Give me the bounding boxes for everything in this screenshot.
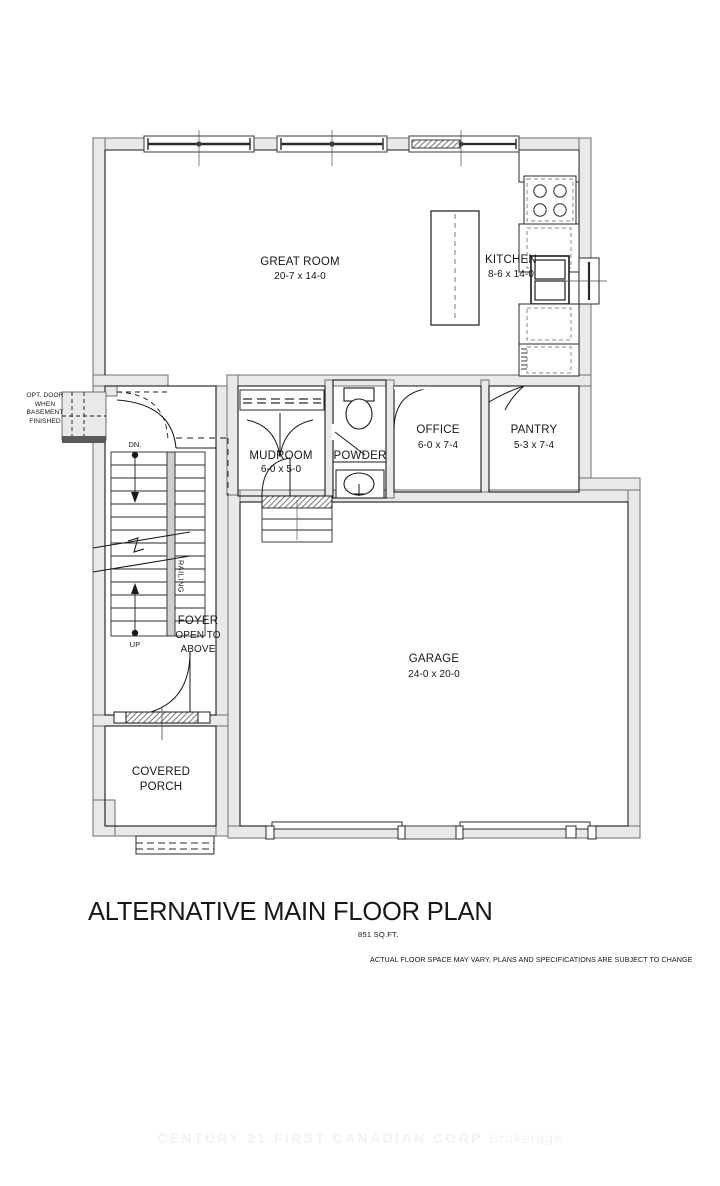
kitchen-fixtures (430, 149, 607, 377)
watermark-brand: CENTURY 21 FIRST CANADIAN CORP (157, 1130, 483, 1146)
door-group-interior (393, 385, 525, 431)
dishwasher-icon (518, 343, 580, 377)
powder-fixtures (331, 387, 386, 499)
window-kitchen-east (565, 257, 607, 305)
window-group-north (143, 130, 520, 166)
mudroom-fixtures (239, 389, 333, 543)
range-icon (523, 175, 577, 225)
window-north-1 (143, 130, 255, 166)
kitchen-island (430, 210, 480, 326)
floor-area-label: 851 SQ.FT. (358, 930, 399, 939)
brokerage-watermark: CENTURY 21 FIRST CANADIAN CORP Brokerage (0, 1130, 720, 1146)
porch-steps (135, 835, 215, 855)
patio-slider-north (408, 130, 520, 166)
dashed-reference (176, 437, 229, 496)
stair-assembly (92, 451, 206, 637)
garage-side-door (565, 825, 577, 839)
watermark-suffix: Brokerage (489, 1130, 563, 1146)
front-door-assembly (113, 651, 211, 740)
opt-door-assembly (61, 391, 216, 449)
garage-door-group (265, 821, 597, 840)
sink-icon (335, 469, 385, 499)
kitchen-sink-icon (530, 255, 570, 305)
page-title: ALTERNATIVE MAIN FLOOR PLAN (88, 898, 493, 926)
disclaimer-text: ACTUAL FLOOR SPACE MAY VARY, PLANS AND S… (370, 955, 693, 964)
window-north-2 (276, 130, 388, 166)
toilet-icon (343, 387, 375, 430)
